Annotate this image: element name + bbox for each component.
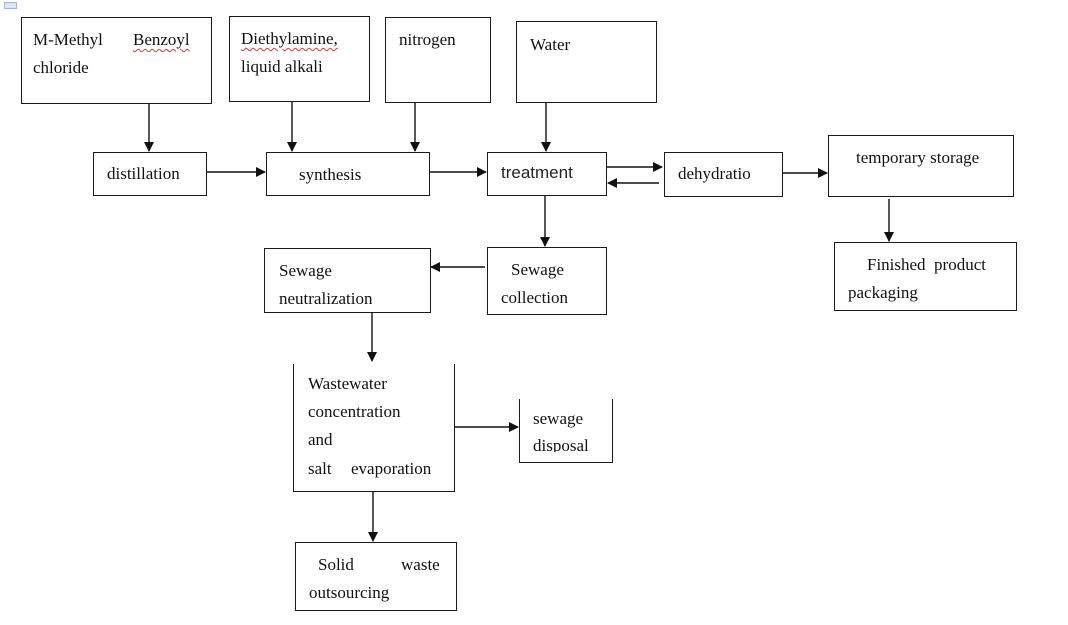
node-dehydration: dehydratio [664, 152, 783, 197]
node-label: Benzoyl [133, 30, 190, 49]
node-water: Water [516, 21, 657, 103]
node-label: distillation [107, 164, 180, 183]
node-label: liquid alkali [241, 57, 323, 76]
node-label: Water [530, 35, 571, 54]
node-wastewater-concentration-salt-evaporation: Wastewater concentration and salt evapor… [293, 364, 455, 492]
node-label: Sewage [279, 261, 332, 280]
node-label: and [308, 430, 333, 449]
node-sewage-collection: Sewage collection [487, 247, 607, 315]
node-label: waste [401, 555, 440, 574]
node-label: packaging [848, 283, 918, 302]
node-label: neutralization [279, 289, 373, 305]
node-label: Solid [318, 555, 354, 574]
node-label: chloride [33, 58, 89, 77]
node-label: sewage [533, 409, 584, 428]
node-label: dehydratio [678, 164, 751, 183]
node-label: treatment [501, 163, 573, 182]
node-finished-product-packaging: Finished product packaging [834, 242, 1017, 311]
node-temporary-storage: temporary storage [828, 135, 1014, 197]
node-label: concentration [308, 402, 401, 421]
node-label: Wastewater [308, 374, 387, 393]
node-label: synthesis [299, 165, 362, 184]
node-label: Diethylamine, [241, 29, 338, 48]
node-label: temporary storage [856, 148, 980, 167]
node-label: disposal [533, 436, 589, 452]
node-sewage-neutralization: Sewage neutralization [264, 248, 431, 313]
node-label: Sewage [511, 260, 564, 279]
document-icon [4, 2, 17, 9]
node-label: M-Methyl [33, 30, 103, 49]
node-label: outsourcing [309, 583, 390, 602]
node-nitrogen: nitrogen [385, 17, 491, 103]
node-diethylamine-liquid-alkali: Diethylamine, liquid alkali [229, 16, 370, 102]
node-label: collection [501, 288, 569, 307]
node-distillation: distillation [93, 152, 207, 196]
node-solid-waste-outsourcing: Solid waste outsourcing [295, 542, 457, 611]
node-synthesis: synthesis [266, 152, 430, 196]
node-treatment: treatment [487, 152, 607, 196]
node-m-methyl-benzoyl-chloride: M-Methyl Benzoyl chloride [21, 17, 212, 104]
node-sewage-disposal: sewage disposal [519, 399, 613, 463]
node-label: evaporation [351, 459, 432, 478]
node-label: nitrogen [399, 30, 456, 49]
node-label: Finished product [867, 255, 986, 274]
node-label: salt [308, 459, 332, 478]
